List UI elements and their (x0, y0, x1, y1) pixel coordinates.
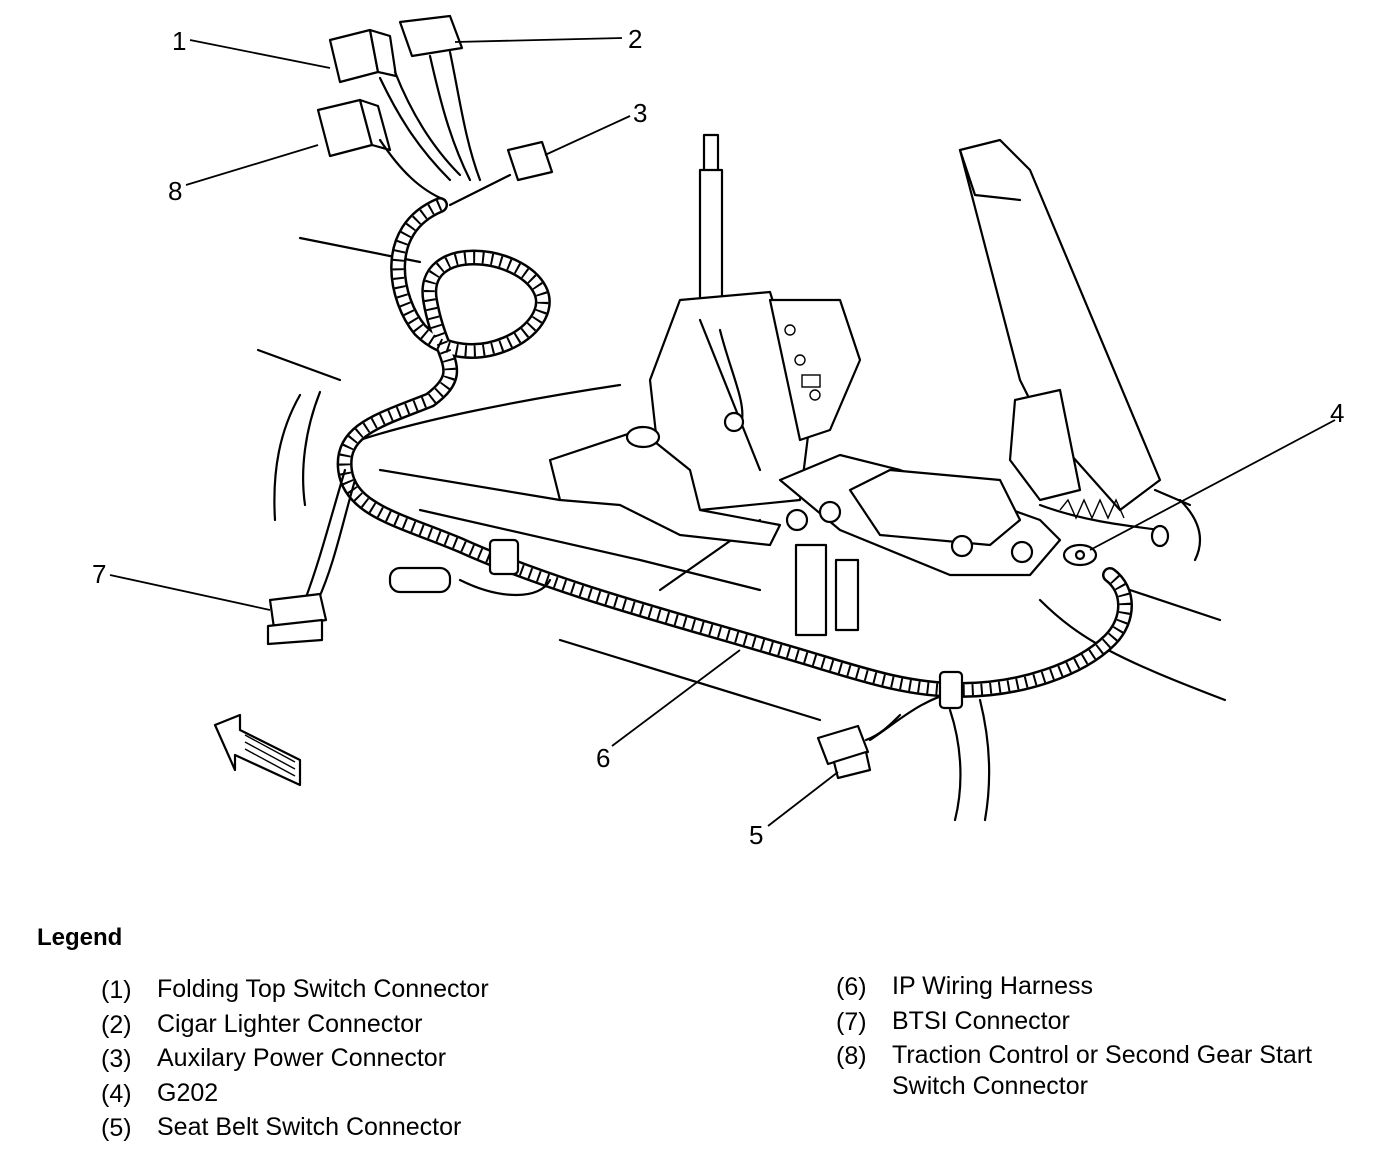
callout-leaders (109, 37, 1336, 827)
callout-6: 6 (596, 743, 610, 773)
module-bracket (778, 453, 1062, 637)
legend-item-text: Traction Control or Second Gear Start Sw… (892, 1041, 1313, 1100)
wiring-diagram: 1 2 3 4 5 6 7 8 (92, 14, 1344, 850)
legend-item-number: (7) (836, 1007, 867, 1036)
legend-item: (4) G202 (101, 1077, 627, 1112)
callout-2: 2 (628, 24, 642, 54)
ground-terminal-g202 (1062, 543, 1098, 567)
callout-5: 5 (749, 820, 763, 850)
legend-item-text: Folding Top Switch Connector (157, 975, 489, 1003)
legend-item-number: (3) (101, 1045, 132, 1073)
legend-item: (6) IP Wiring Harness (836, 970, 1362, 1005)
seat-belt-switch-connector (816, 713, 902, 780)
legend-item-number: (2) (101, 1010, 132, 1039)
shifter-plate (548, 425, 782, 547)
legend-title: Legend (37, 924, 123, 951)
legend-item-number: (4) (101, 1079, 132, 1108)
legend-item-number: (5) (101, 1114, 132, 1142)
cigar-lighter-connector (398, 14, 482, 182)
legend-item-text: Seat Belt Switch Connector (157, 1113, 462, 1141)
legend-item: (8) Traction Control or Second Gear Star… (836, 1039, 1362, 1102)
legend-item-number: (6) (836, 973, 867, 1001)
legend-right-column: (6) IP Wiring Harness (7) BTSI Connector… (836, 970, 1362, 1102)
callout-8: 8 (168, 176, 182, 206)
folding-top-switch-connector (328, 28, 462, 182)
legend-item-number: (1) (101, 976, 132, 1004)
legend-item-text: IP Wiring Harness (892, 972, 1093, 1000)
legend-item-text: BTSI Connector (892, 1006, 1070, 1035)
callout-1: 1 (172, 26, 186, 56)
legend-item: (2) Cigar Lighter Connector (101, 1008, 627, 1043)
legend-item-text: Auxilary Power Connector (157, 1044, 447, 1072)
legend-item: (7) BTSI Connector (836, 1005, 1362, 1040)
front-direction-arrow-icon (213, 713, 302, 787)
legend-item-text: Cigar Lighter Connector (157, 1009, 423, 1038)
traction-control-connector (316, 98, 447, 202)
legend-left-column: (1) Folding Top Switch Connector (2) Cig… (101, 973, 627, 1146)
legend-item: (1) Folding Top Switch Connector (101, 973, 627, 1008)
legend-item: (3) Auxilary Power Connector (101, 1042, 627, 1077)
console-floor (256, 236, 1227, 822)
legend-item: (5) Seat Belt Switch Connector (101, 1111, 627, 1146)
callout-labels: 1 2 3 4 5 6 7 8 (92, 24, 1344, 850)
legend-item-number: (8) (836, 1042, 867, 1070)
callout-7: 7 (92, 559, 106, 589)
btsi-connector (266, 592, 328, 646)
callout-4: 4 (1330, 398, 1344, 428)
parking-brake-lever (958, 138, 1170, 548)
auxilary-power-connector (448, 140, 554, 207)
callout-3: 3 (633, 98, 647, 128)
legend-item-text: G202 (157, 1078, 219, 1107)
shift-lever (648, 133, 862, 512)
